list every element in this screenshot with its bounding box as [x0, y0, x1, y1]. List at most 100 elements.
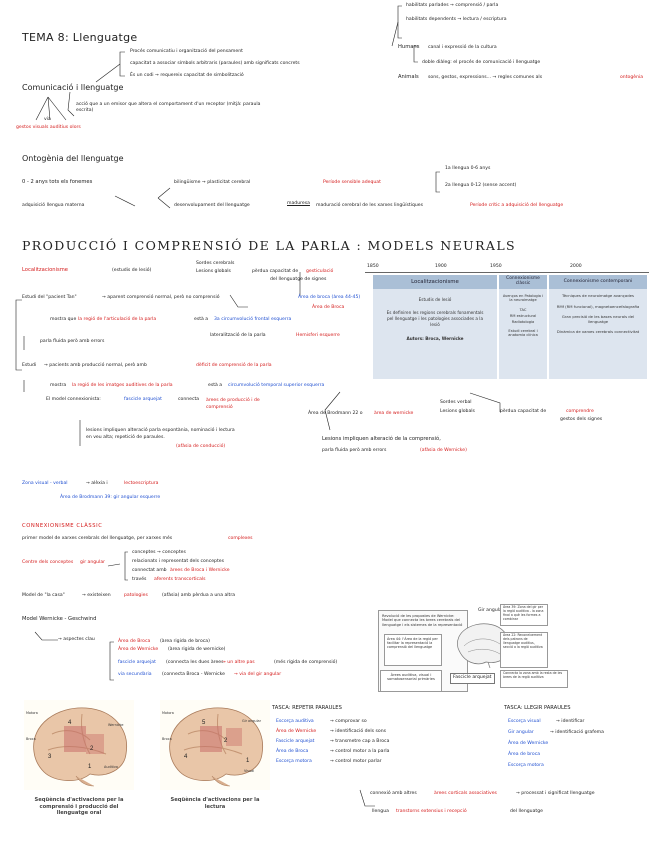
brain-1-label-0: Motora: [26, 711, 38, 715]
task-1-row-1-b: → identificació dels sons: [330, 729, 387, 734]
timeline-col-2-line-5: Estudi cerebral i anatomia clínica: [508, 328, 538, 337]
svg-text:4: 4: [68, 720, 72, 726]
task-2-row-1-b: → identificació grafema: [550, 730, 604, 735]
perdua-3-red: comprendre: [566, 409, 594, 414]
model-casa-tail-2: (afàsia) amb pèrdua a una altra: [162, 593, 236, 598]
lesio-2-red: (afàsia de Wernicke): [420, 448, 467, 453]
svg-text:1: 1: [88, 764, 92, 770]
wg-l3-red: → un altre pas: [222, 660, 255, 665]
diagram-box-4-text: Àrea 39: Zona del gir per la regió audit…: [503, 605, 544, 621]
brain-2-label-3: Gir angular: [242, 719, 261, 723]
broca-study: Estudi del "pacient Tan": [22, 295, 77, 300]
timeline-col-2-line-2: TAC: [519, 307, 527, 312]
diagram-box-6: Connecta la zona amb la resta de les àre…: [500, 670, 568, 688]
wg-model: Model Wernicke - Geschwind: [22, 616, 97, 622]
intro-via: via: [44, 117, 51, 122]
timeline-col-2-head: Connexionisme clàssic: [499, 275, 547, 289]
visual-tail: → alèxia i: [86, 481, 108, 486]
model-text: El model connexionista:: [46, 397, 101, 402]
task-1-row-2-a: Fascicle arquejat: [276, 739, 315, 744]
centre-opt-3-red: àrees de Broca i Wernicke: [170, 568, 230, 573]
ontogeny-heading: Ontogènia del llenguatge: [22, 154, 124, 163]
mostra-2: mostra: [50, 383, 67, 388]
svg-text:2: 2: [224, 738, 228, 744]
mostra-2-blue: circumvolució temporal superior esquerra: [228, 383, 325, 388]
brain-1-label-3: Wernicke: [108, 723, 124, 727]
section-3-first: primer model de xarxes cerebrals del lle…: [22, 536, 173, 541]
wg-l2: (àrea rigida de wernicke): [168, 647, 226, 652]
timeline-col-2-line-3: RM estructural: [509, 313, 537, 318]
timeline-year-1900: 1900: [435, 264, 447, 269]
ontogeny-maduresa: maduresa: [287, 201, 310, 206]
diagram-box-3: Àrea 44: l'Àrea de la regió per facilita…: [384, 634, 442, 666]
top-right-2: habilitats dependents → lectura / escrip…: [406, 17, 507, 22]
diagram-box-5: Àrea 22: Reconeixement dels patrons de l…: [500, 632, 548, 668]
centre-opt-3: connectat amb: [132, 568, 167, 573]
ontogeny-development-tail: maduració cerebral de les xarxes lingüís…: [316, 203, 424, 208]
brain-1-label-1: Broca: [26, 737, 36, 741]
footer-1-red: àrees corticals associatives: [434, 791, 497, 796]
model-casa-tail: → existeixen: [82, 593, 111, 598]
svg-text:2: 2: [90, 746, 94, 752]
timeline-col-3: Connexionisme contemporani Tècniques de …: [549, 275, 647, 379]
sordesa-label: Sordes cerebrals: [196, 261, 235, 266]
brain-2-label-2: Visual: [244, 769, 255, 773]
task-2-row-4-a: Escorça motora: [508, 763, 544, 768]
ontogeny-lang-2: 2a llengua 0-12 (sense accent): [445, 183, 517, 188]
wg-l4-red: → via del gir angular: [234, 672, 282, 677]
humans-text-2: doble diàleg: el procés de comunicació i…: [422, 60, 541, 65]
footer-1: connexió amb altres: [370, 791, 417, 796]
ontogeny-critical-2: Període crític a adquisició del llenguat…: [470, 203, 564, 208]
localization-heading: Localitzacionisme: [22, 267, 68, 273]
task-1-row-0-a: Escorça auditiva: [276, 719, 314, 724]
diagram-box-5-text: Àrea 22: Reconeixement dels patrons de l…: [503, 633, 543, 649]
lateral-text: lateralització de la parla: [210, 333, 266, 338]
brain-image-2: 5 4 2 1 Motora Broca Visual Gir angular: [160, 700, 270, 790]
task-1-row-3-b: → control motor a la parla: [330, 749, 390, 754]
section-3-heading: CONNEXIONISME CLÀSSIC: [22, 523, 103, 529]
estudi-2-tail: → pacients amb producció normal, però am…: [44, 363, 147, 368]
timeline-col-2-line-4: Radiotologia: [511, 319, 535, 324]
humans-label: Humans: [398, 44, 420, 50]
timeline-col-3-head: Connexionisme contemporani: [549, 275, 647, 289]
top-right-1: habilitats parlades → comprensió / parla: [406, 3, 499, 8]
lesions-global: Lesions globals: [196, 269, 231, 274]
broca-area-blue: Àrea de broca (àrea 44-45): [298, 295, 361, 300]
model-red: àrees de producció i de comprensió: [206, 398, 260, 410]
model-casa: Model de "la casa": [22, 593, 65, 598]
wg-fascicle: → aspectes clau: [58, 637, 95, 642]
ontogeny-development: desenvolupament del llenguatge: [174, 203, 250, 208]
footer-1-tail: → processat i significat llenguatge: [516, 791, 595, 796]
perdua-red: gesticulació: [306, 269, 334, 274]
wg-l3b: (més rígida de comprensió): [274, 660, 338, 665]
svg-text:5: 5: [202, 720, 206, 726]
lateral-red: Hemisferi esquerre: [296, 333, 340, 338]
timeline-year-1950: 1950: [490, 264, 502, 269]
wg-l4-blue: via secundària: [118, 672, 152, 677]
visual-zone: Zona visual - verbal: [22, 481, 68, 486]
perdua-3: pèrdua capacitat de: [500, 409, 547, 414]
humans-text: canal i expressió de la cultura: [428, 45, 497, 50]
page-title: TEMA 8: Llenguatge: [22, 31, 138, 44]
diagram-label-fasc: Fascicle arquejat: [450, 673, 495, 684]
model-blue: fascicle arquejat: [124, 397, 162, 402]
timeline-col-2-line-1: Avenços en Patologia i la neuroimatge: [502, 294, 544, 303]
sordesa-verbal: Sordes verbal: [440, 400, 472, 405]
timeline-col-1-head: Localitzacionisme: [373, 275, 497, 289]
brain-1-caption: Seqüència d'activacions per la comprensi…: [34, 797, 124, 816]
brain-2-icon: 5 4 2 1: [169, 707, 264, 787]
ontogeny-bilinguism: bilingüisme → plasticitat cerebral: [174, 180, 251, 185]
footer-2-tail: del llenguatge: [510, 809, 543, 814]
lesio-red: (afàsia de conducció): [176, 444, 226, 449]
timeline-col-3-line-4: Dinàmica de xarxes cerebrals connectivit…: [556, 329, 640, 335]
ontogeny-age: 0 - 2 anys tots els fonemes: [22, 179, 93, 185]
footer-2: llengua: [372, 809, 389, 814]
mostra-2-red: la regió de les imatges auditives de la …: [72, 383, 173, 388]
svg-text:4: 4: [184, 754, 188, 760]
task-2-row-0-a: Escorça visual: [508, 719, 541, 724]
lesio-text: lesions impliquen alteració parla espont…: [86, 428, 235, 440]
diagram-box-2: Àrees auditiva, visual i somatosensorial…: [380, 670, 442, 692]
timeline-col-1-line-3: Autors: Broca, Wernicke: [406, 335, 464, 341]
centre-opt-4: través: [132, 577, 147, 582]
mostra-2-tail: està a: [208, 383, 223, 388]
